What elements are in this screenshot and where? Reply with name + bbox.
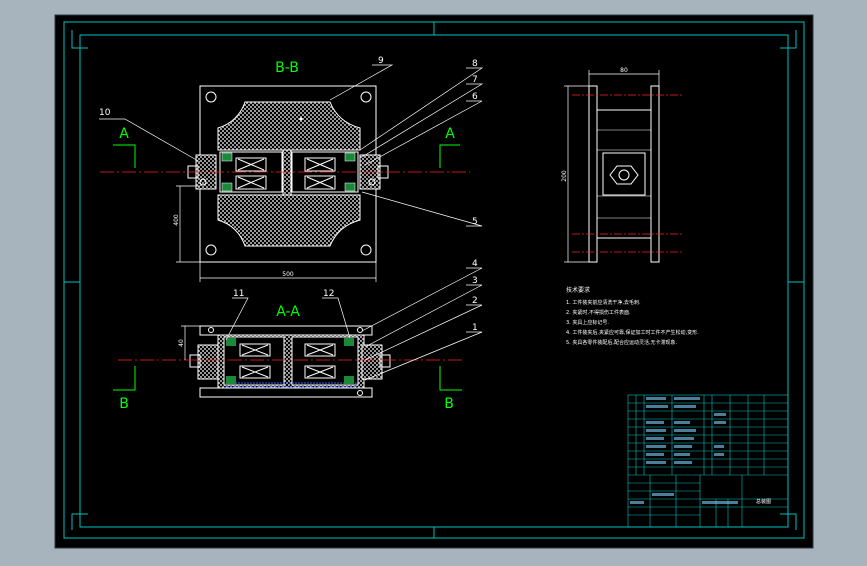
section-b-left-label: B (119, 396, 129, 412)
view-side: 80 200 (561, 67, 684, 263)
balloon-9: 9 (378, 56, 384, 66)
side-body (596, 109, 652, 239)
side-nut-block (602, 152, 646, 196)
balloon-3: 3 (472, 276, 478, 286)
bb-title: B-B (275, 60, 299, 76)
aa-title: A-A (276, 304, 300, 320)
drawing-frame (63, 21, 805, 539)
bb-center-web (282, 149, 292, 196)
section-a-right-label: A (445, 126, 455, 142)
aa-inner-channel (225, 382, 357, 388)
aa-seal (344, 376, 354, 384)
view-aa: A-A B B (113, 304, 465, 412)
notes-line: 2. 夹紧时,不得损伤工件表面. (566, 309, 631, 316)
bb-seal (344, 182, 356, 192)
bb-seal (221, 182, 233, 192)
section-a-left-label: A (119, 126, 129, 142)
balloon-4: 4 (472, 259, 478, 269)
notes-heading: 技术要求 (566, 286, 590, 294)
balloon-6: 6 (472, 92, 478, 102)
drawing-sheet (54, 14, 814, 549)
bb-width-dim: 500 (282, 271, 294, 278)
bb-seal (344, 152, 356, 162)
side-height-dim: 200 (561, 170, 568, 182)
view-bb: B-B (100, 60, 470, 282)
title-block-drawing-name: 总装图 (756, 498, 771, 505)
aa-seal (344, 338, 354, 346)
balloon-8: 8 (472, 59, 478, 69)
notes-line: 3. 夹具上应标记号. (566, 319, 609, 326)
balloon-11: 11 (233, 289, 244, 299)
bb-height-dim: 400 (173, 214, 180, 226)
bom-cell-marks (630, 397, 738, 504)
balloon-leaders (99, 64, 484, 381)
balloon-5: 5 (472, 217, 478, 227)
bb-right-clamp (291, 151, 359, 193)
bb-corner-hole (205, 244, 217, 256)
balloon-7: 7 (472, 75, 478, 85)
aa-height-dim: 40 (178, 339, 185, 347)
title-block (627, 394, 789, 528)
hex-nut-icon (609, 165, 639, 185)
aa-seal (226, 338, 236, 346)
notes-line: 1. 工件装夹前应清洗干净,去毛刺. (566, 299, 641, 306)
balloon-12: 12 (323, 289, 334, 299)
bb-seal (221, 152, 233, 162)
side-width-dim: 80 (620, 67, 628, 74)
bb-corner-hole (360, 91, 372, 103)
balloon-2: 2 (472, 296, 478, 306)
section-b-right-label: B (444, 396, 454, 412)
balloon-10: 10 (99, 108, 111, 118)
bb-corner-hole (205, 91, 217, 103)
balloon-1: 1 (472, 323, 478, 333)
aa-seal (226, 376, 236, 384)
bb-corner-hole (360, 244, 372, 256)
notes-line: 5. 夹具各零件装配后,配合应运动灵活,无卡滞现象. (566, 339, 678, 346)
technical-notes: 技术要求 1. 工件装夹前应清洗干净,去毛刺. 2. 夹紧时,不得损伤工件表面.… (566, 286, 699, 346)
notes-line: 4. 工件装夹后,夹紧应可靠,保证加工时工件不产生松动,变形. (566, 329, 699, 336)
balloon-labels: 10 9 8 7 6 5 11 12 4 3 2 1 (99, 56, 478, 333)
